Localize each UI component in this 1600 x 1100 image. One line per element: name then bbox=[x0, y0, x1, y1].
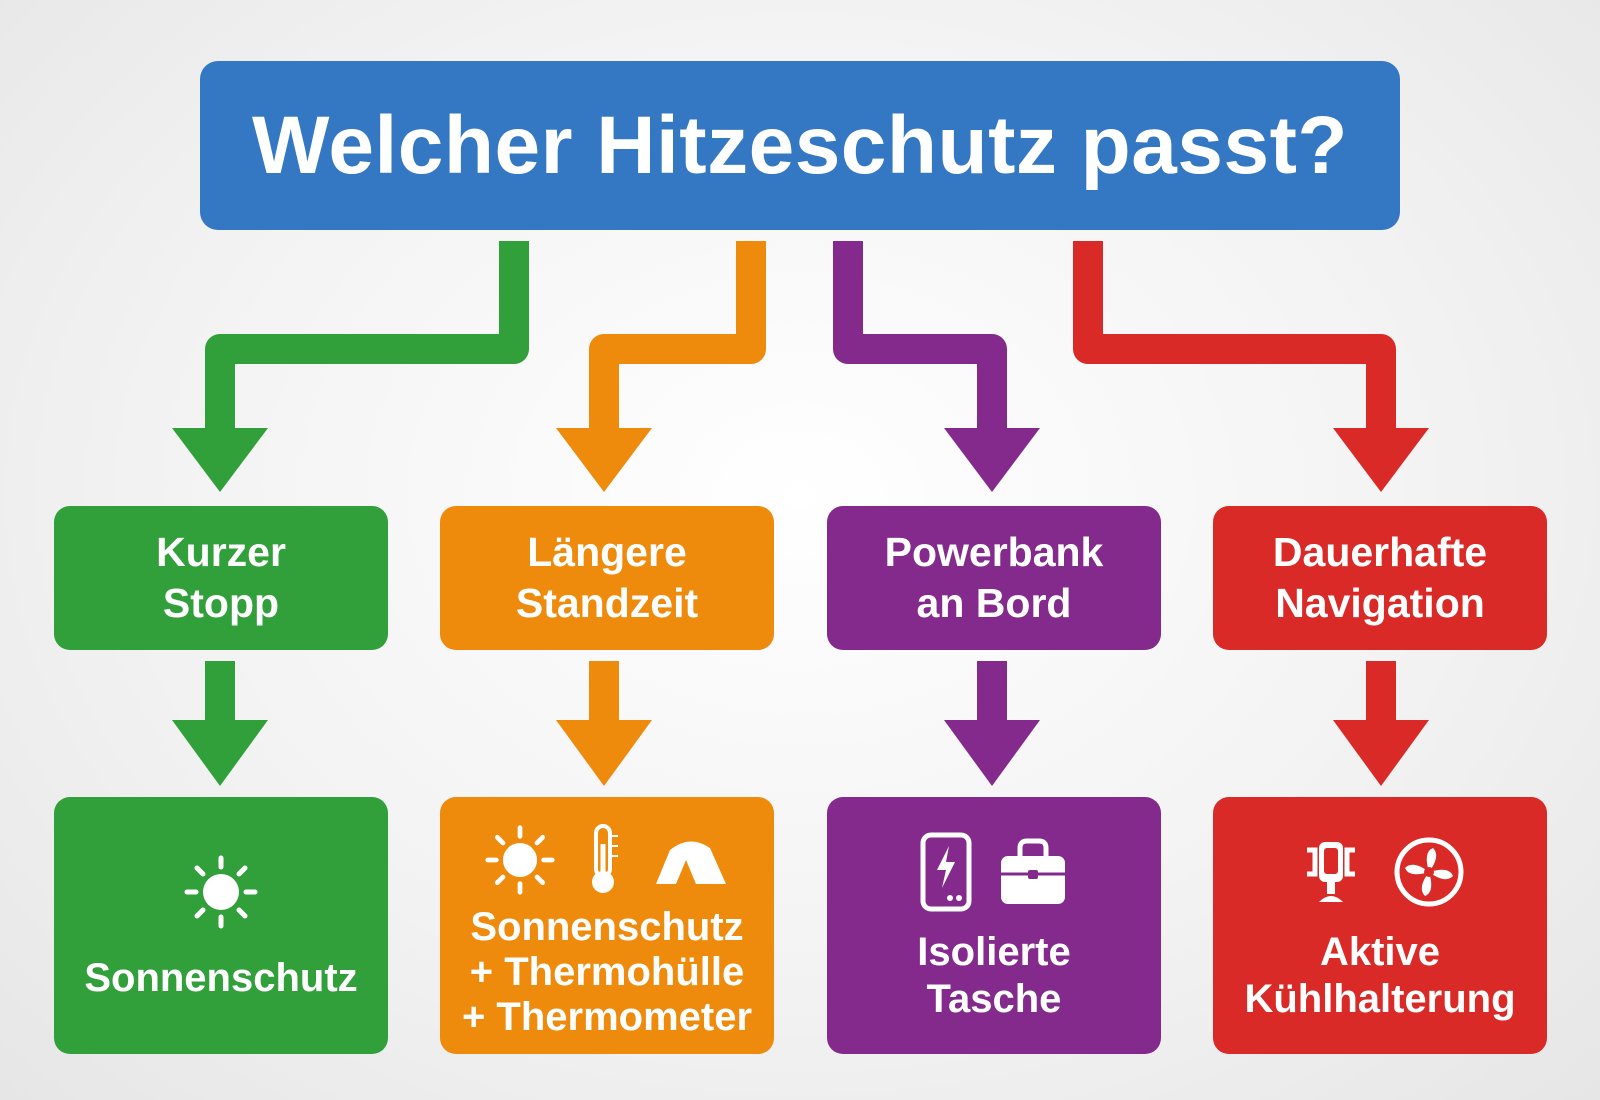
answer-line: Aktive bbox=[1319, 929, 1441, 974]
answer-line: Tasche bbox=[926, 976, 1062, 1021]
answer-line: + Thermohülle bbox=[469, 950, 745, 994]
arrow-title-to-kurzer-stopp bbox=[172, 241, 529, 492]
tent-cover-icon bbox=[650, 830, 730, 890]
arrow-title-to-laengere-standzeit bbox=[556, 241, 766, 492]
question-line: Powerbank bbox=[884, 529, 1104, 575]
answer-box-sonnenschutz-thermohuelle-thermometer: Sonnenschutz + Thermohülle + Thermometer bbox=[440, 797, 774, 1054]
question-box-dauerhafte-navigation: Dauerhafte Navigation bbox=[1213, 506, 1547, 650]
question-box-powerbank: Powerbank an Bord bbox=[827, 506, 1161, 650]
answer-box-isolierte-tasche: Isolierte Tasche bbox=[827, 797, 1161, 1054]
page-title: Welcher Hitzeschutz passt? bbox=[252, 99, 1348, 191]
arrow-navigation-to-kuehlhalterung bbox=[1333, 661, 1429, 786]
question-line: Stopp bbox=[162, 580, 280, 626]
question-line: Kurzer bbox=[156, 529, 286, 575]
powerbank-icon bbox=[920, 832, 972, 912]
sun-icon bbox=[183, 854, 259, 930]
title-box: Welcher Hitzeschutz passt? bbox=[200, 61, 1400, 230]
answer-line: Sonnenschutz bbox=[470, 905, 744, 949]
answer-box-aktive-kuehlhalterung: Aktive Kühlhalterung bbox=[1213, 797, 1547, 1054]
answer-line: Isolierte bbox=[917, 929, 1071, 974]
arrow-title-to-dauerhafte-navigation bbox=[1073, 241, 1429, 492]
question-line: Längere bbox=[527, 529, 687, 575]
answer-box-sonnenschutz: Sonnenschutz bbox=[54, 797, 388, 1054]
bag-icon bbox=[998, 836, 1068, 908]
question-box-laengere-standzeit: Längere Standzeit bbox=[440, 506, 774, 650]
question-line: Dauerhafte bbox=[1272, 529, 1488, 575]
question-line: Standzeit bbox=[515, 580, 699, 626]
thermometer-icon bbox=[582, 822, 624, 898]
arrow-title-to-powerbank bbox=[833, 241, 1040, 492]
answer-line: Sonnenschutz bbox=[84, 956, 358, 1000]
question-line: an Bord bbox=[916, 580, 1072, 626]
arrow-powerbank-to-tasche bbox=[944, 661, 1040, 786]
question-line: Navigation bbox=[1275, 580, 1485, 626]
sun-icon bbox=[484, 824, 556, 896]
answer-line: Kühlhalterung bbox=[1244, 976, 1516, 1021]
arrow-kurzer-stopp-to-sonnenschutz bbox=[172, 661, 268, 786]
phone-mount-icon bbox=[1295, 836, 1367, 908]
arrow-laengere-standzeit-to-set bbox=[556, 661, 652, 786]
question-box-kurzer-stopp: Kurzer Stopp bbox=[54, 506, 388, 650]
fan-icon bbox=[1393, 836, 1465, 908]
answer-line: + Thermometer bbox=[461, 995, 753, 1039]
